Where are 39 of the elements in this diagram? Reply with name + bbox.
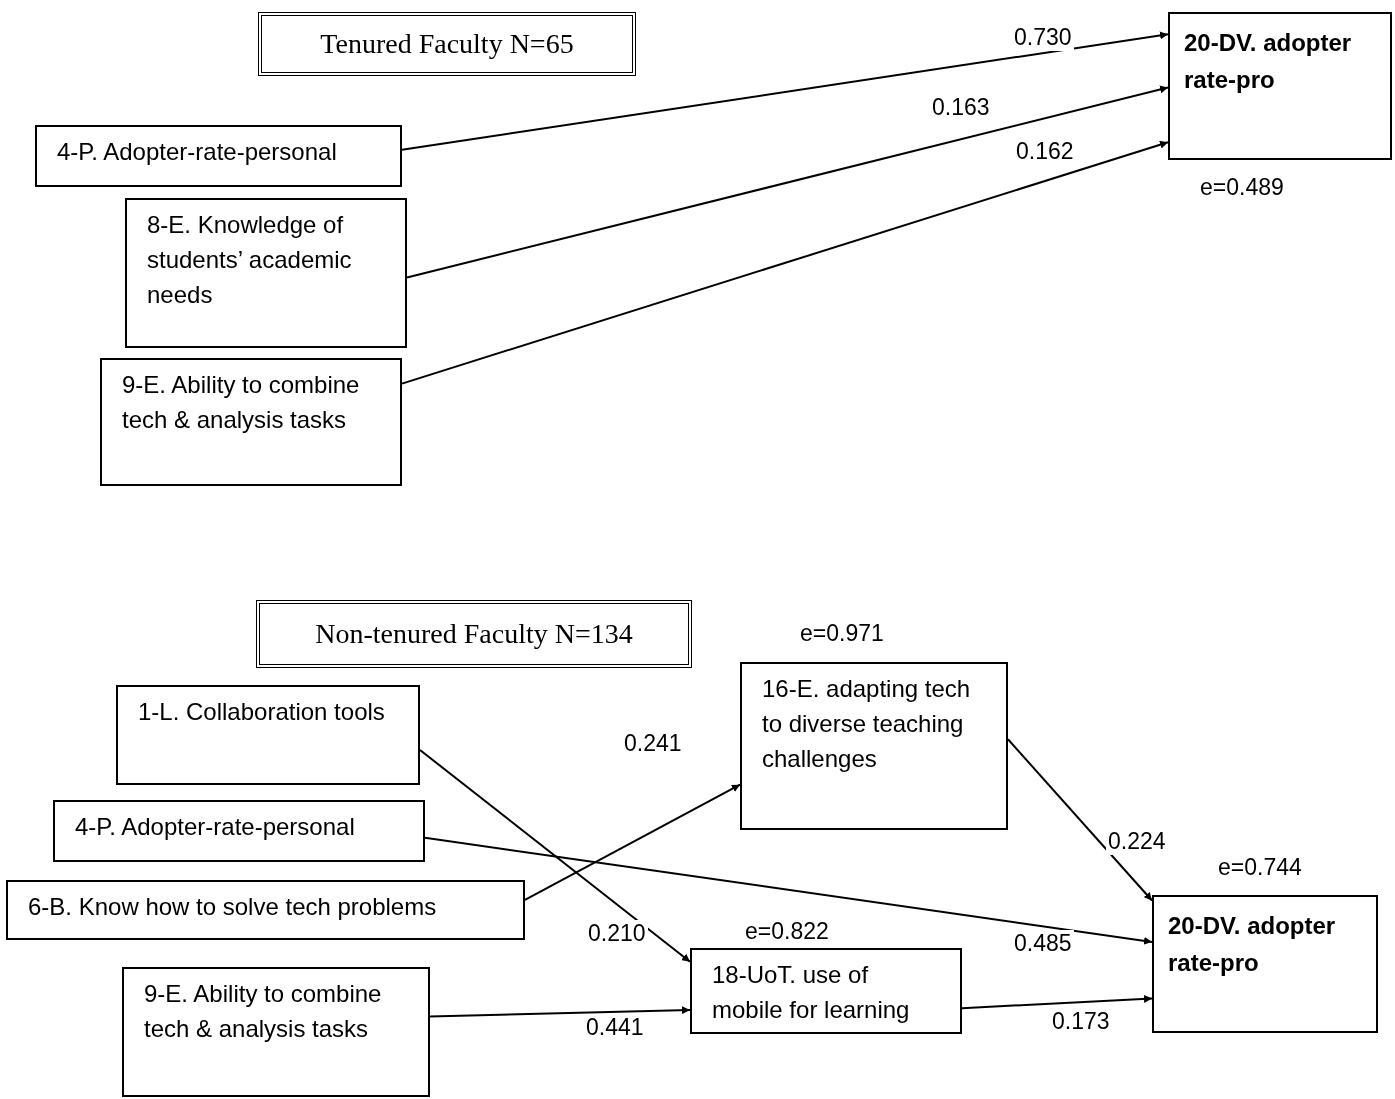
arrow [424,836,1153,945]
variable-box [740,662,1008,830]
arrow [401,31,1169,151]
arrow [401,140,1169,385]
variable-label: 9-E. Ability to combine tech & analysis tasks [122,370,361,435]
arrow [1007,738,1153,902]
arrow [961,994,1153,1010]
variable-box [122,967,430,1097]
variable-label: 1-L. Collaboration tools [138,697,385,727]
variable-label: 4-P. Adopter-rate-personal [75,812,355,842]
variable-box [116,685,420,785]
variable-label: Non-tenured Faculty N=134 [315,616,633,651]
title-box [256,600,692,668]
arrow [419,749,691,963]
error-term: e=0.489 [1200,174,1284,201]
variable-label: 18-UoT. use of mobile for learning [712,960,911,1025]
error-term: e=0.744 [1218,854,1302,881]
variable-label: 4-P. Adopter-rate-personal [57,137,337,167]
variable-box [125,198,407,348]
error-term: e=0.822 [745,918,829,945]
variable-label: 20-DV. adopter rate-pro [1168,911,1337,979]
variable-box [1152,895,1378,1033]
variable-box [100,358,402,486]
variable-label: 6-B. Know how to solve tech problems [28,892,437,922]
variable-label: 8-E. Knowledge of students’ academic needs [147,210,353,310]
arrow [429,1006,691,1018]
error-term: e=0.971 [800,620,884,647]
arrow [406,85,1169,279]
arrow [524,783,741,901]
variable-box [35,125,402,187]
title-box [258,12,636,76]
variable-label: 16-E. adapting tech to diverse teaching challenges [762,674,972,774]
variable-label: 9-E. Ability to combine tech & analysis tasks [144,979,383,1044]
variable-box [53,800,425,862]
variable-box [1168,12,1392,160]
variable-box [690,948,962,1034]
variable-box [6,880,525,940]
variable-label: 20-DV. adopter rate-pro [1184,28,1353,96]
variable-label: Tenured Faculty N=65 [320,26,574,61]
